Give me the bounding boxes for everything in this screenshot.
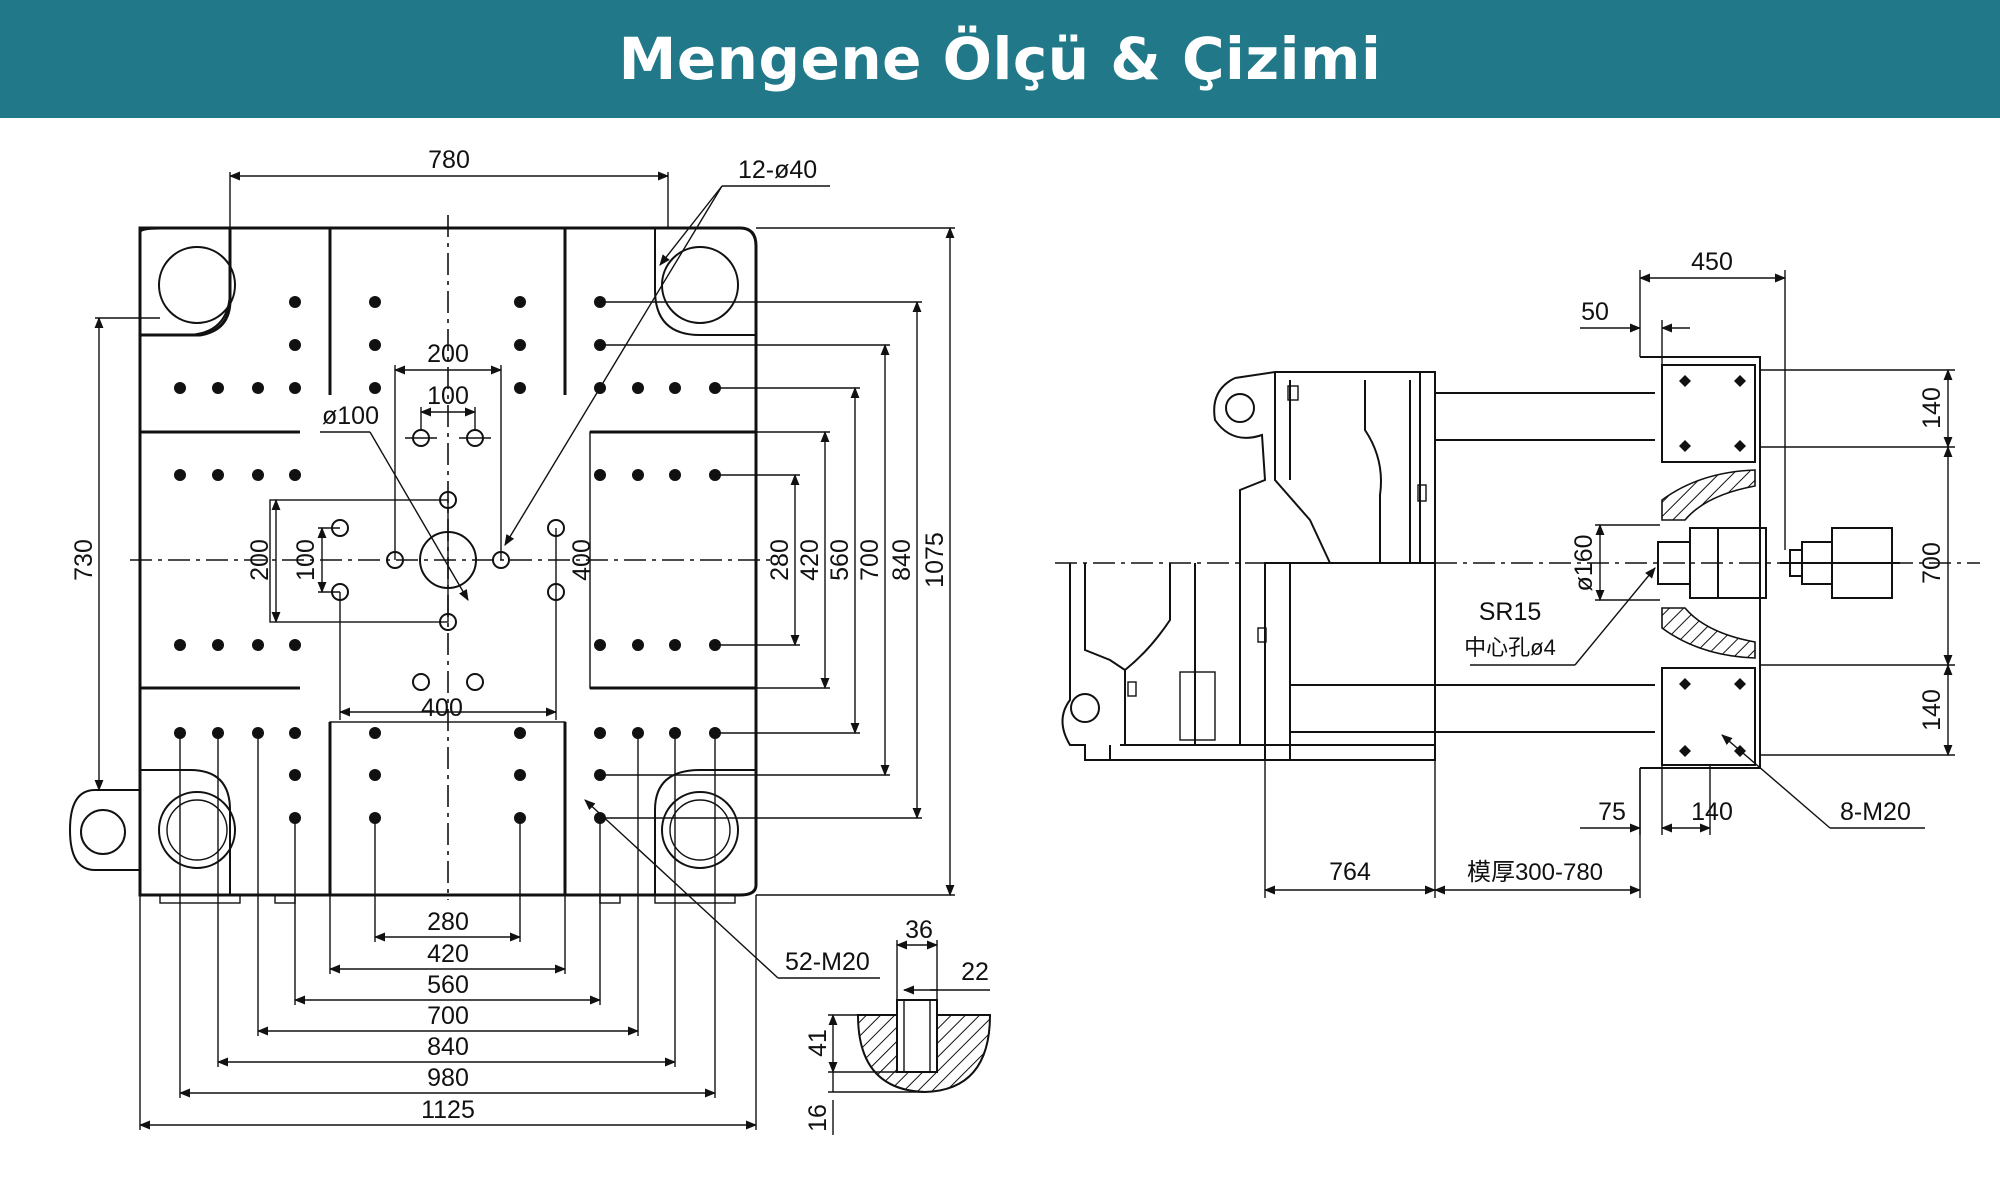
label-dia-100: ø100 [322, 402, 379, 430]
label-center-hole: 中心孔ø4 [1464, 635, 1556, 660]
dim-100-left: 100 [292, 539, 320, 581]
dim-400-right: 400 [568, 539, 596, 581]
dim-280-bottom: 280 [427, 908, 469, 936]
tie-bar-hole-br [661, 791, 739, 869]
dim-75: 75 [1598, 798, 1626, 826]
platen-outline [138, 226, 758, 897]
right-dimension-stack: 280 420 560 700 840 1075 [600, 226, 955, 897]
threaded-holes [174, 296, 721, 824]
dim-100-top: 100 [427, 382, 469, 410]
dim-22: 22 [961, 958, 989, 986]
dim-840-bottom: 840 [427, 1033, 469, 1061]
dim-560-bottom: 560 [427, 971, 469, 999]
label-8-m20: 8-M20 [1840, 798, 1911, 826]
header-bar: Mengene Ölçü & Çizimi [0, 0, 2000, 118]
dim-140-top: 140 [1918, 387, 1946, 429]
label-52-m20: 52-M20 [785, 948, 870, 976]
tie-bar-hole-tl [158, 246, 236, 324]
dim-140-lower: 140 [1691, 798, 1733, 826]
clamp-side-view: 450 50 140 700 140 ø160 SR15 中心孔ø4 75 1 [1055, 248, 1980, 898]
dim-420-right: 420 [796, 539, 824, 581]
dim-200-top: 200 [427, 340, 469, 368]
dim-16: 16 [804, 1104, 832, 1132]
tie-bar-hole-tr [661, 246, 739, 324]
dim-1125-bottom: 1125 [421, 1096, 475, 1124]
label-12-dia-40: 12-ø40 [738, 156, 817, 184]
dim-280-right: 280 [766, 539, 794, 581]
page-title: Mengene Ölçü & Çizimi [618, 25, 1382, 93]
dim-dia-160: ø160 [1570, 535, 1598, 592]
technical-drawing: 780 12-ø40 200 100 ø100 730 200 100 [68, 146, 1980, 1135]
label-mold-thickness: 模厚300-780 [1467, 859, 1603, 886]
thread-hole-detail: 36 22 41 16 [804, 916, 992, 1135]
dim-50: 50 [1581, 298, 1609, 326]
dim-41: 41 [804, 1029, 832, 1057]
dim-140-bottom: 140 [1918, 689, 1946, 731]
platen-front-view: 780 12-ø40 200 100 ø100 730 200 100 [68, 146, 992, 1135]
bottom-dimension-stack: 280 420 560 700 840 980 1125 [138, 733, 758, 1130]
dim-700-side: 700 [1918, 542, 1946, 584]
dim-400-center: 400 [421, 694, 463, 722]
dim-764: 764 [1329, 858, 1371, 886]
tie-bar-hole-bl [158, 791, 236, 869]
label-sr15: SR15 [1479, 598, 1542, 626]
dim-730: 730 [70, 539, 98, 581]
dim-420-bottom: 420 [427, 940, 469, 968]
dim-780: 780 [428, 146, 470, 174]
dim-980-bottom: 980 [427, 1064, 469, 1092]
dim-450: 450 [1691, 248, 1733, 276]
dim-200-left: 200 [246, 539, 274, 581]
dim-840-right: 840 [888, 539, 916, 581]
dim-700-bottom: 700 [427, 1002, 469, 1030]
dim-700-right: 700 [856, 539, 884, 581]
dim-1075-right: 1075 [921, 532, 949, 588]
dim-560-right: 560 [826, 539, 854, 581]
dim-36: 36 [905, 916, 933, 944]
